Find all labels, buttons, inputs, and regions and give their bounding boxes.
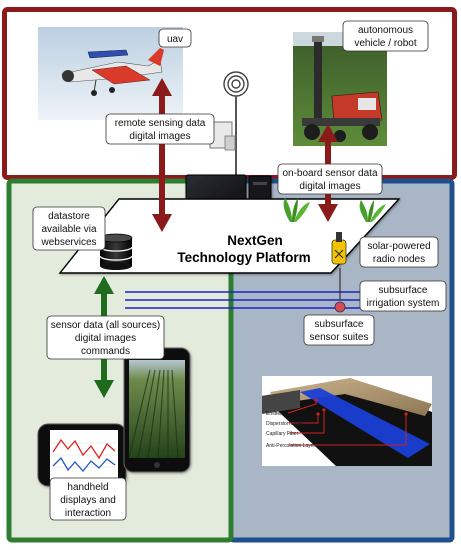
plant-icon <box>359 200 386 222</box>
svg-text:on-board sensor data: on-board sensor data <box>282 168 378 179</box>
left-region-border <box>6 178 234 543</box>
svg-text:digital images: digital images <box>129 131 190 142</box>
tape-layer-antipercolation: Anti-Percolation Layer <box>266 443 316 449</box>
svg-text:remote sensing data: remote sensing data <box>115 118 206 129</box>
tape-layer-dispersion: Dispersion Layer <box>266 421 304 427</box>
svg-text:subsurface: subsurface <box>315 319 364 330</box>
svg-text:available via: available via <box>41 224 96 235</box>
svg-text:sensor suites: sensor suites <box>310 332 369 343</box>
label-onboard-sensor: on-board sensor data digital images <box>277 163 383 195</box>
drip-tape-diagram: Emitter Dispersion Layer Capillary Fiber… <box>262 376 432 466</box>
uav-photo <box>38 27 183 120</box>
radio-node-icon <box>331 232 347 265</box>
svg-text:subsurface: subsurface <box>379 285 428 296</box>
svg-text:interaction: interaction <box>65 508 111 519</box>
svg-text:handheld: handheld <box>67 482 108 493</box>
label-solar-nodes: solar-powered radio nodes <box>359 236 439 268</box>
svg-text:sensor data (all sources): sensor data (all sources) <box>51 320 161 331</box>
subsurface-sensor-icon <box>334 268 346 313</box>
tape-layer-capillary: Capillary Fiber <box>266 431 299 437</box>
plant-icon <box>283 198 310 222</box>
svg-text:digital images: digital images <box>75 333 136 344</box>
svg-text:solar-powered: solar-powered <box>367 241 430 252</box>
svg-text:uav: uav <box>167 34 183 45</box>
label-remote-sensing: remote sensing data digital images <box>105 113 215 145</box>
antenna-icon <box>209 71 249 175</box>
label-handheld: handheld displays and interaction <box>49 477 127 521</box>
irrigation-pipes <box>125 291 396 309</box>
svg-text:digital images: digital images <box>299 181 360 192</box>
label-sensor-data: sensor data (all sources) digital images… <box>46 315 165 360</box>
tape-layer-emitter: Emitter <box>266 411 282 417</box>
label-autonomous-vehicle: autonomous vehicle / robot <box>342 20 429 52</box>
label-uav: uav <box>158 28 192 48</box>
label-subsurface-sensor: subsurface sensor suites <box>303 314 375 346</box>
svg-text:webservices: webservices <box>40 237 96 248</box>
platform-title-line1: NextGen <box>227 233 283 248</box>
label-datastore: datastore available via webservices <box>32 206 106 251</box>
svg-text:datastore: datastore <box>48 211 90 222</box>
platform-title-line2: Technology Platform <box>177 250 310 265</box>
svg-text:vehicle / robot: vehicle / robot <box>354 38 416 49</box>
svg-text:irrigation system: irrigation system <box>367 298 440 309</box>
label-subsurface-irrigation: subsurface irrigation system <box>359 280 447 312</box>
svg-text:displays and: displays and <box>60 495 116 506</box>
handheld-phone-chart <box>37 423 127 487</box>
svg-text:radio nodes: radio nodes <box>373 254 425 265</box>
svg-text:autonomous: autonomous <box>358 25 413 36</box>
svg-text:commands: commands <box>81 346 130 357</box>
handheld-phone-crops <box>123 347 191 473</box>
